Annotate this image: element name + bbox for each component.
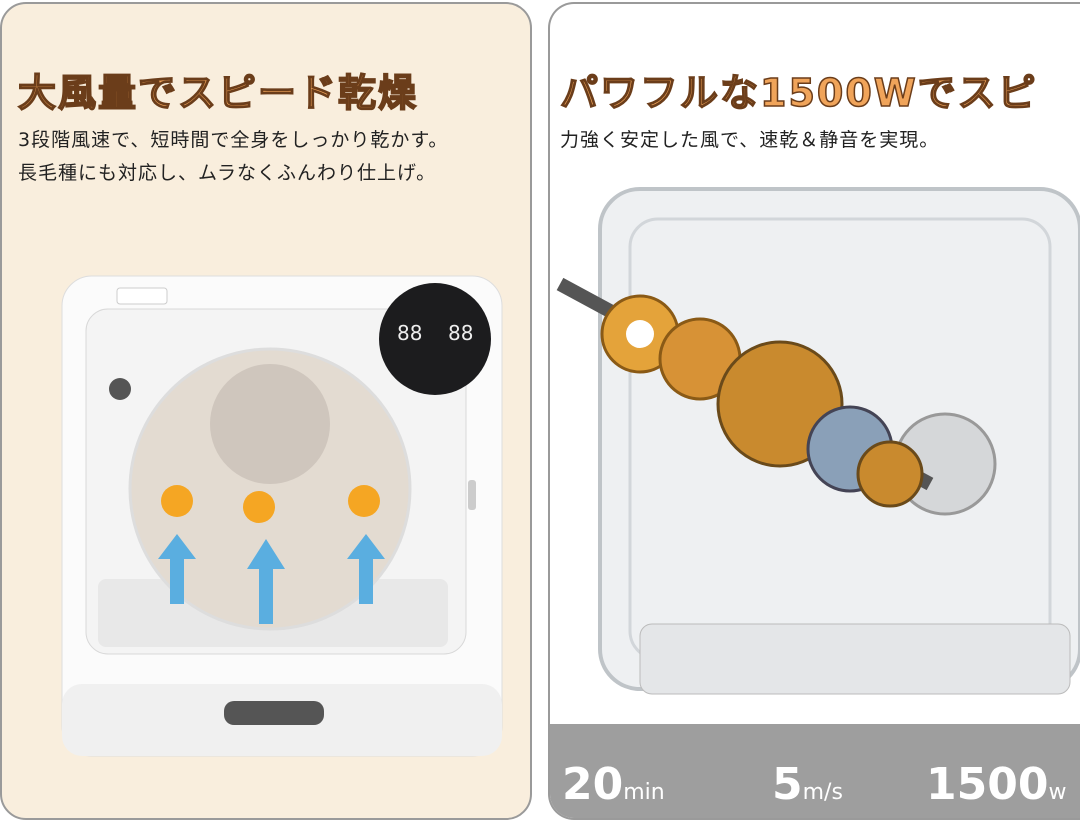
stat-time: 20min: [562, 759, 665, 810]
right-title: パワフルな1500Wでスピ: [559, 70, 1038, 116]
control-panel: [379, 283, 491, 395]
left-line-1: 3段階風速で、短時間で全身をしっかり乾かす。: [18, 129, 449, 151]
display-left: 88: [397, 321, 422, 345]
airflow-dots: [161, 485, 380, 523]
right-panel: パワフルな1500Wでスピ 力強く安定した風で、速乾＆静音を実現。 20min …: [548, 2, 1080, 820]
airflow-arrow-icons: [158, 534, 385, 624]
drawer-handle: [224, 701, 324, 725]
dryer-front-illustration: 88 88: [61, 275, 503, 757]
left-line-2: 長毛種にも対応し、ムラなくふんわり仕上げ。: [18, 162, 437, 184]
left-title: 大風量でスピード乾燥: [17, 70, 419, 116]
display-right: 88: [448, 321, 473, 345]
stat-power: 1500w: [926, 759, 1067, 810]
stat-wind-speed: 5m/s: [772, 759, 843, 810]
left-panel: 大風量でスピード乾燥 3段階風速で、短時間で全身をしっかり乾かす。 長毛種にも対…: [0, 2, 532, 820]
right-line: 力強く安定した風で、速乾＆静音を実現。: [560, 129, 940, 151]
drum-window: [128, 347, 412, 631]
motor-illustration: [550, 187, 1080, 818]
